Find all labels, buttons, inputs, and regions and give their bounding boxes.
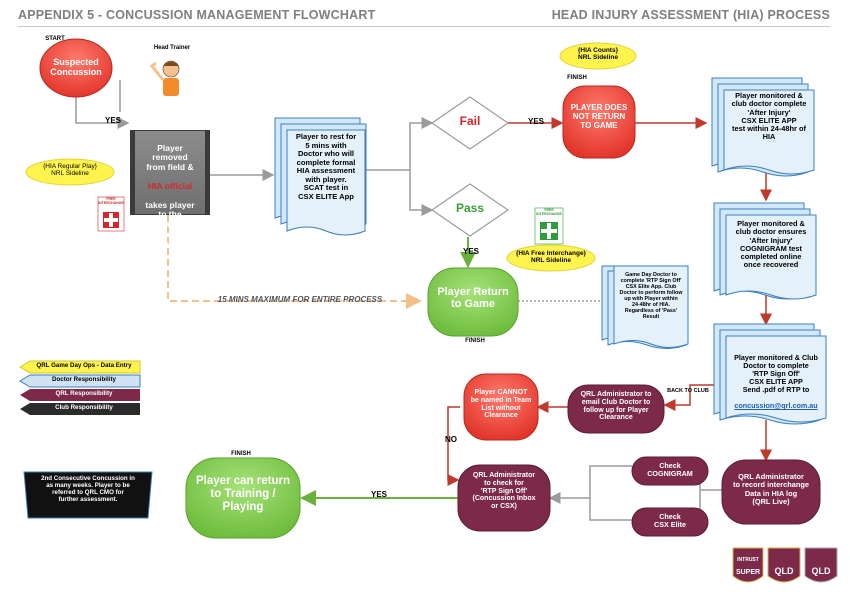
fifteen-mins-label: 15 MINS MAXIMUM FOR ENTIRE PROCESS [217,295,383,304]
logo-colts-line3: COLTS [775,590,793,597]
rest-assessment-doc [274,117,367,236]
check-cognigram-node [631,456,709,486]
check-csx-text: Check CSX Elite [654,512,686,530]
free-interchange-text-1: FREE INTERCHANGE [98,197,124,205]
legend-item-data-entry: QRL Game Day Ops - Data Entry [36,362,132,369]
rtp-signoff-text: Player monitored & Club Doctor to comple… [724,346,828,411]
rtp-signoff-doc [713,323,827,425]
finish-bottom-label: FINISH [231,451,251,457]
hia-official-label: HIA official [147,180,193,191]
page-title: APPENDIX 5 - CONCUSSION MANAGEMENT FLOWC… [18,8,376,22]
logo-text-colts: QLD COLTS [768,556,800,597]
header-divider [18,26,830,27]
second-concussion-text: 2nd Consecutive Concussion in as many we… [41,475,135,503]
yes-pass-label: YES [462,247,479,256]
yes-bottom-label: YES [370,490,387,499]
player-removed-node [130,130,210,215]
fail-label: Fail [459,114,481,128]
qrl-admin-email-text: QRL Administrator to email Club Doctor t… [580,391,652,422]
logo-u20-line3: U20 [816,590,826,597]
return-to-game-node [427,267,519,337]
suspected-concussion-text: Suspected Concussion [50,57,102,78]
game-day-doctor-doc [601,265,689,349]
hia-regular-play-text: {HIA Regular Play} NRL Sideline [43,163,97,178]
logo-u20-line2: QLD [811,566,831,577]
player-removed-text: Player removed from field & HIA official… [135,134,205,249]
free-interchange-text-2: FREE INTERCHANGE [536,208,562,216]
back-to-club-label: BACK TO CLUB [667,388,709,394]
clock-starts-label: [Clock Starts] [147,240,193,248]
legend-item-club: Club Responsibility [55,404,113,411]
qld-colts-logo [767,547,801,583]
after-injury-text: Player monitored & club doctor complete … [731,91,807,142]
free-interchange-sign-2 [534,207,564,245]
hia-free-interchange-text: {HIA Free Interchange} NRL Sideline [515,250,587,265]
logo-text-intrust: INTRUST SUPER CUP [733,552,763,590]
logo-text-u20: QLD U20 [805,556,837,597]
yes-label-1: YES [104,116,121,125]
rest-assessment-text: Player to rest for 5 mins with Doctor wh… [295,132,357,201]
head-trainer-label: Head Trainer [153,45,191,51]
hia-counts-text: {HIA Counts} NRL Sideline [577,47,619,62]
check-csx-node [631,507,709,537]
second-concussion-box [23,471,153,519]
qrl-admin-email-node [567,384,665,434]
logo-colts-line2: QLD [774,566,794,577]
qrl-admin-check-node [457,464,551,532]
logo-intrust-line3: CUP [740,582,756,590]
player-removed-part1: Player removed from field & [146,142,194,172]
finish-mid-label: FINISH [465,338,485,344]
return-to-training-node [185,457,301,539]
fail-decision [430,96,510,150]
return-to-game-text: Player Return to Game [437,286,509,311]
qld-u20-logo [804,547,838,583]
qrl-admin-record-text: QRL Administrator to record interchange … [733,472,809,506]
head-trainer-icon [149,60,180,96]
check-cognigram-text: Check COGNIGRAM [647,461,693,479]
hia-counts-tag [559,42,637,70]
legend [19,360,141,415]
concussion-email-link[interactable]: concussion@qrl.com.au [734,401,818,411]
rtp-signoff-body: Player monitored & Club Doctor to comple… [734,353,818,395]
legend-item-qrl: QRL Responsibility [55,390,113,397]
intrust-super-cup-logo [732,547,764,583]
pass-label: Pass [455,201,485,215]
cognigram-text: Player monitored & club doctor ensures '… [735,219,807,270]
cognigram-doc [713,202,817,300]
start-label: START [45,36,65,42]
not-return-text: PLAYER DOES NOT RETURN TO GAME [570,103,628,130]
yes-fail-label: YES [527,117,544,126]
logo-intrust-line2: SUPER [735,568,761,576]
finish-top-label: FINISH [567,75,587,81]
logo-intrust-line1: INTRUST [737,556,759,563]
not-return-node [562,85,636,159]
game-day-doctor-text: Game Day Doctor to complete 'RTP Sign Of… [619,272,683,321]
player-cannot-text: Player CANNOT be named in Team List with… [470,389,532,420]
hia-free-interchange-tag [506,244,596,272]
qrl-admin-record-node [721,459,821,525]
no-label: NO [445,435,457,444]
player-cannot-node [463,373,539,441]
hia-regular-play-tag [25,158,115,186]
player-removed-part2: takes player to the Doctor. [145,199,195,229]
qrl-admin-check-text: QRL Administrator to check for 'RTP Sign… [472,472,536,511]
return-to-training-text: Player can return to Training / Playing [196,475,290,513]
legend-item-doctor: Doctor Responsibility [52,376,116,383]
free-interchange-sign-1 [97,196,125,232]
after-injury-doc [711,77,815,177]
pass-decision [430,183,510,237]
suspected-concussion-node [39,38,113,98]
process-title: HEAD INJURY ASSESSMENT (HIA) PROCESS [551,8,830,22]
